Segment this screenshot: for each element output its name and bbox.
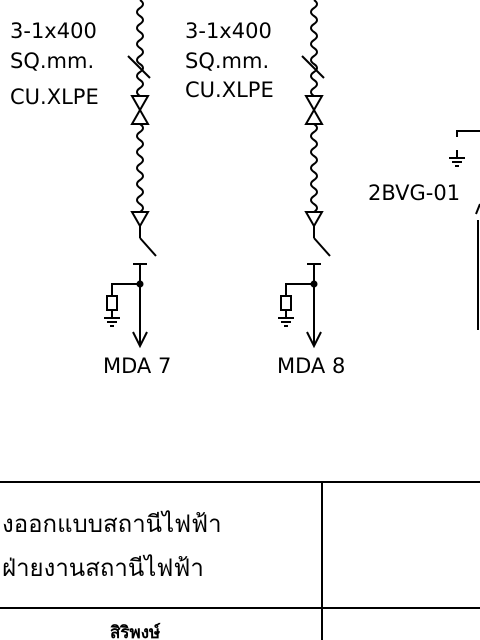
feeder-arrow-down-icon: [132, 284, 148, 349]
cable-termination-icon: [304, 211, 324, 229]
cable-wavy-lower: [136, 123, 144, 213]
breaker-switch-icon: [313, 226, 331, 257]
feeder-label: MDA 8: [277, 354, 345, 378]
ground-icon: [449, 150, 465, 167]
cable-wavy-lower: [310, 123, 318, 213]
feeder-arrow-down-icon: [306, 284, 322, 349]
surge-arrester-icon: [278, 283, 314, 327]
cable-unit-label: SQ.mm.: [10, 49, 94, 73]
feeder-mda-8: 3-1x400 SQ.mm. CU.XLPE MDA 8: [185, 0, 345, 378]
surge-arrester-icon: [104, 283, 140, 327]
cable-wavy-upper: [136, 0, 144, 97]
cable-size-label: 3-1x400: [185, 19, 272, 43]
generator-vertical-conductor: [475, 203, 480, 330]
cable-termination-icon: [130, 211, 150, 229]
generator-feed-line: [456, 130, 480, 137]
feeder-label: MDA 7: [103, 354, 171, 378]
title-designer-name: สิริพงษ์: [110, 622, 161, 640]
cable-end-terminal-icon: [130, 95, 150, 125]
cable-unit-label: SQ.mm.: [185, 49, 269, 73]
cable-size-label: 3-1x400: [10, 19, 97, 43]
title-department-line: งออกแบบสถานีไฟฟ้า: [2, 510, 222, 538]
title-block: งออกแบบสถานีไฟฟ้า ฝ่ายงานสถานีไฟฟ้า สิริ…: [0, 481, 480, 640]
title-division-line: ฝ่ายงานสถานีไฟฟ้า: [2, 554, 204, 582]
feeder-mda-7: 3-1x400 SQ.mm. CU.XLPE MDA 7: [10, 0, 171, 378]
cable-cross-mark: [127, 55, 151, 79]
cable-cross-mark: [301, 55, 325, 79]
cable-type-label: CU.XLPE: [185, 78, 274, 102]
cable-wavy-upper: [310, 0, 318, 97]
breaker-switch-icon: [139, 226, 157, 257]
generator-label: 2BVG-01: [368, 181, 460, 205]
cable-type-label: CU.XLPE: [10, 85, 99, 109]
cable-end-terminal-icon: [304, 95, 324, 125]
generator-branch: 2BVG-01: [368, 130, 480, 330]
